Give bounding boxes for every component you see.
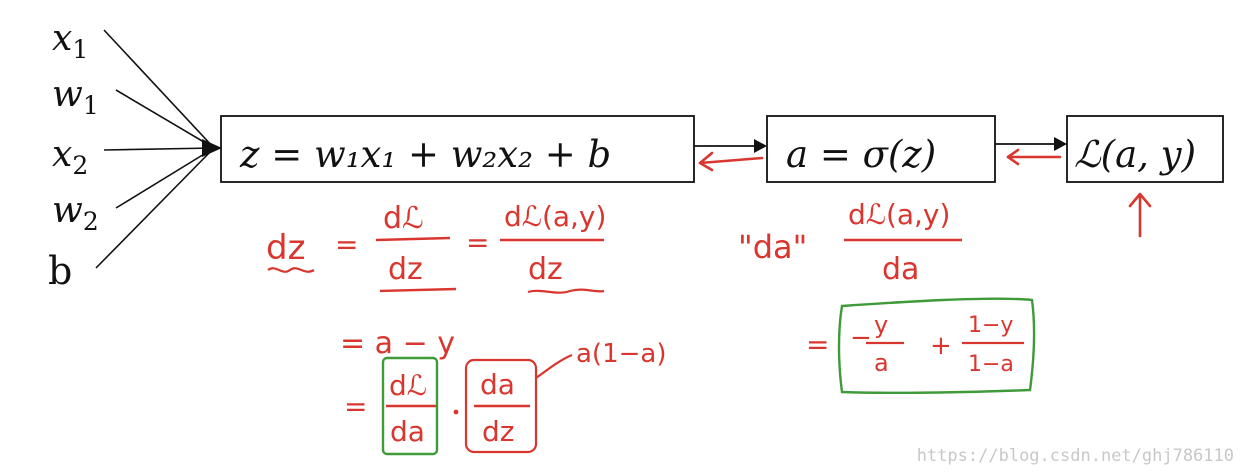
equals-1: =: [335, 228, 358, 261]
da-denominator: da: [390, 415, 425, 448]
back-arrowhead-a-z: [698, 151, 714, 172]
input-x1: x1: [52, 18, 88, 64]
arrowhead-z-a: [754, 139, 767, 153]
up-arrow-label: ↑: [0, 0, 1, 1]
dz-denominator-2: dz: [528, 252, 563, 287]
input-b: b: [48, 249, 72, 293]
watermark: https://blog.csdn.net/ghj786110: [917, 446, 1234, 466]
one-minus-y: 1−y: [968, 313, 1013, 338]
input-w1: w1: [52, 74, 99, 120]
da-numerator: da: [480, 368, 515, 401]
dL-numerator: dℒ: [383, 201, 424, 236]
dLay-numerator-2: dℒ(a,y): [848, 198, 950, 231]
node-loss-label: ℒ(a, y): [1074, 133, 1196, 176]
da-denominator-2: da: [882, 252, 919, 287]
node-z-box: [220, 115, 695, 183]
backward-arrows: [698, 148, 1152, 238]
da-quoted-label: "da": [738, 228, 807, 266]
back-arrow-a-z: [698, 156, 764, 165]
equals-2: =: [466, 226, 489, 259]
node-a-label: a = σ(z): [786, 133, 936, 176]
a-one-minus-a: a(1−a): [576, 339, 666, 369]
dz-denominator-2-underline: [527, 288, 605, 294]
da-dz-box: [464, 358, 538, 454]
da-derivation: "da" dℒ(a,y) da = − y a + 1−y 1−a: [738, 198, 1024, 377]
dz-underline: [267, 267, 315, 273]
dL-da-green-box: [381, 356, 439, 456]
node-loss-box: [1066, 115, 1224, 183]
y-numerator: y: [874, 311, 888, 339]
edge-b: [95, 147, 215, 269]
minus-sign: −: [850, 323, 872, 353]
eq-a-minus-y: = a − y: [340, 326, 455, 361]
dz-label: dz: [266, 228, 305, 268]
a-denominator: a: [874, 349, 889, 377]
input-x2: x2: [52, 134, 88, 180]
node-z-label: z = w₁x₁ + w₂x₂ + b: [239, 133, 611, 176]
loss-up-arrow-head: [1128, 192, 1152, 208]
arrowhead-a-loss: [1054, 137, 1067, 151]
plus-sign: +: [930, 331, 952, 361]
equals-4: =: [806, 328, 829, 361]
frac-bar-1: [375, 236, 451, 242]
node-a-box: [766, 115, 996, 183]
equals-3: =: [344, 390, 367, 423]
dL-numerator-2: dℒ: [389, 369, 427, 402]
dLay-numerator: dℒ(a,y): [504, 200, 606, 233]
edge-w2: [115, 147, 215, 209]
edge-x2: [103, 147, 215, 151]
input-edges: [95, 29, 215, 269]
edge-w1: [115, 89, 215, 149]
edge-x1: [103, 29, 215, 149]
dL-da-result-green-box: [837, 297, 1036, 395]
one-minus-a: 1−a: [968, 352, 1014, 377]
dz-denominator-3: dz: [482, 415, 514, 448]
input-w2: w2: [52, 190, 99, 236]
input-arrowhead: [202, 139, 222, 157]
back-arrowhead-loss-a: [1006, 148, 1020, 166]
dz-derivation: dz = dℒ dz = dℒ(a,y) dz = a − y = dℒ da …: [266, 200, 666, 454]
forward-arrows: [694, 137, 1067, 153]
dot-product: [453, 409, 459, 415]
dz-denominator: dz: [388, 252, 423, 287]
dz-denominator-underline: [379, 287, 457, 293]
da-dz-leader: [535, 353, 573, 379]
